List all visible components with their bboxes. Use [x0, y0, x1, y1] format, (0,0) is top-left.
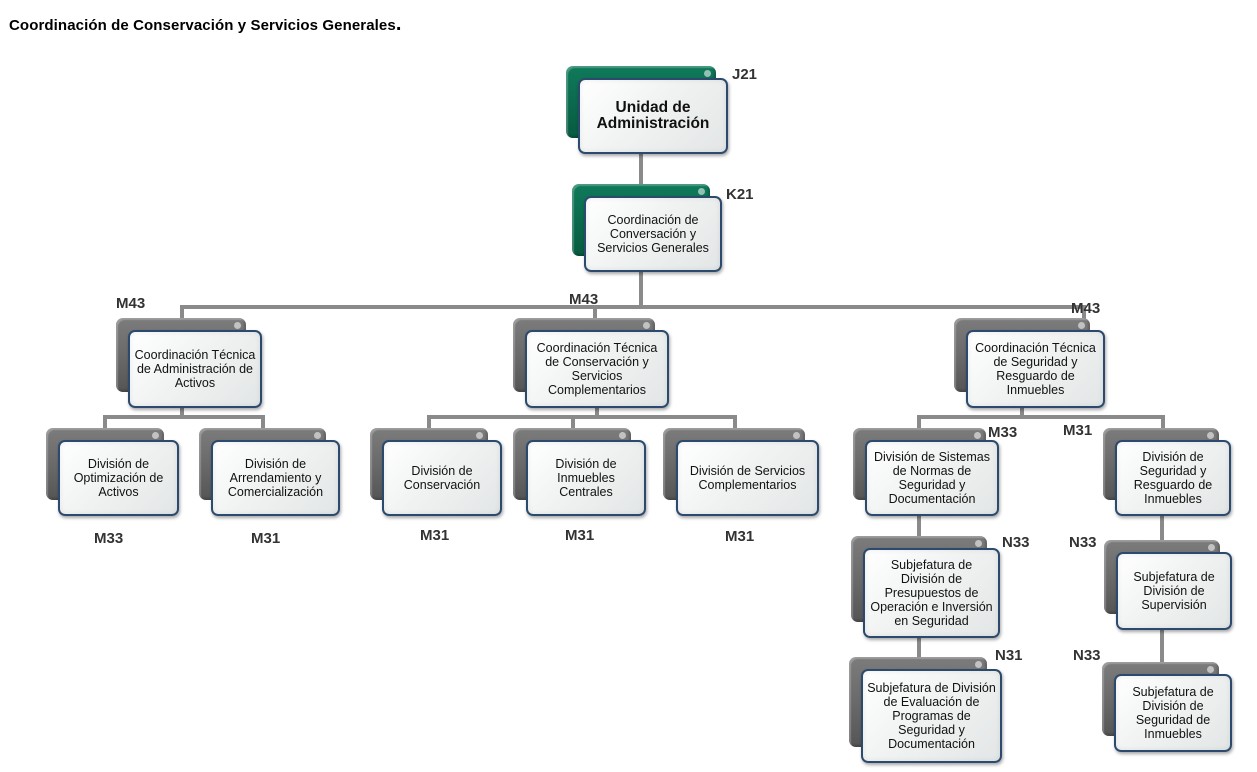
connector-center-branch-horizontal: [427, 415, 737, 419]
code-tech-coord-3: M43: [1071, 300, 1101, 317]
connector-m33-to-n33: [917, 512, 921, 538]
connector-right-branch-drop-2: [1161, 415, 1165, 429]
connector-right-branch-horizontal: [917, 415, 1165, 419]
node-label: División de Arrendamiento y Comercializa…: [227, 457, 324, 499]
code-coordination: K21: [726, 186, 754, 203]
code-division: M33: [94, 530, 124, 547]
node-label: Subjefatura de División de Presupuestos …: [870, 558, 993, 628]
node-box: División de Seguridad y Resguardo de Inm…: [1115, 440, 1231, 516]
connector-right-branch-drop-1: [917, 415, 921, 429]
node-box: Subjefatura de División de Evaluación de…: [861, 669, 1002, 763]
org-node-tech-coord-3[interactable]: Coordinación Técnica de Seguridad y Resg…: [954, 318, 1105, 408]
connector-center-branch-stem: [595, 405, 599, 417]
org-node-division[interactable]: División de Seguridad y Resguardo de Inm…: [1103, 428, 1231, 516]
org-node-tech-coord-1[interactable]: Coordinación Técnica de Administración d…: [116, 318, 262, 408]
org-node-division[interactable]: División de Servicios Complementarios: [663, 428, 819, 516]
node-box: Coordinación Técnica de Administración d…: [128, 330, 262, 408]
connector-center-branch-drop-1: [427, 415, 431, 429]
code-subunit: N31: [995, 647, 1023, 664]
node-box: Unidad de Administración: [578, 78, 728, 154]
connector-m43-horizontal: [180, 305, 1085, 309]
node-box: Coordinación Técnica de Conservación y S…: [525, 330, 669, 408]
page-title-suffix: .: [395, 13, 402, 35]
node-label: División de Inmuebles Centrales: [555, 457, 617, 499]
node-label: Coordinación Técnica de Conservación y S…: [536, 341, 658, 397]
node-label: Coordinación de Conversación y Servicios…: [597, 213, 709, 255]
org-node-division[interactable]: División de Optimización de Activos: [46, 428, 179, 516]
org-node-division[interactable]: División de Conservación: [370, 428, 502, 516]
node-box: División de Arrendamiento y Comercializa…: [211, 440, 340, 516]
org-node-subunit[interactable]: Subjefatura de División de Evaluación de…: [849, 657, 1002, 763]
connector-m43-left-drop: [180, 305, 184, 321]
connector-root-to-k21: [639, 150, 643, 186]
org-node-subunit[interactable]: Subjefatura de División de Supervisión: [1104, 540, 1232, 630]
node-box: Subjefatura de División de Supervisión: [1116, 552, 1232, 630]
connector-center-branch-drop-3: [733, 415, 737, 429]
connector-center-branch-drop-2: [571, 415, 575, 429]
node-box: Coordinación Técnica de Seguridad y Resg…: [966, 330, 1105, 408]
code-tech-coord-2: M43: [569, 291, 599, 308]
node-box: Subjefatura de División de Presupuestos …: [863, 548, 1000, 638]
code-division: M31: [420, 527, 450, 544]
node-label: División de Seguridad y Resguardo de Inm…: [1133, 450, 1213, 506]
connector-k21-down: [639, 270, 643, 307]
node-label: División de Sistemas de Normas de Seguri…: [873, 450, 990, 506]
code-tech-coord-1: M43: [116, 295, 146, 312]
org-node-division[interactable]: División de Inmuebles Centrales: [513, 428, 646, 516]
page-title: Coordinación de Conservación y Servicios…: [9, 14, 401, 34]
code-division: M31: [725, 528, 755, 545]
node-box: División de Inmuebles Centrales: [526, 440, 646, 516]
node-box: División de Sistemas de Normas de Seguri…: [865, 440, 999, 516]
connector-left-branch-drop-1: [103, 415, 107, 429]
node-box: Coordinación de Conversación y Servicios…: [584, 196, 722, 272]
org-node-tech-coord-2[interactable]: Coordinación Técnica de Conservación y S…: [513, 318, 669, 408]
org-node-division[interactable]: División de Arrendamiento y Comercializa…: [199, 428, 340, 516]
node-label: División de Conservación: [403, 464, 481, 492]
page-title-text: Coordinación de Conservación y Servicios…: [9, 17, 396, 34]
connector-n33-to-n31: [917, 635, 921, 661]
connector-m43-right-drop: [1082, 305, 1086, 321]
code-subunit: N33: [1073, 647, 1101, 664]
org-node-coordination[interactable]: Coordinación de Conversación y Servicios…: [572, 184, 722, 272]
connector-m43-center-drop: [593, 305, 597, 321]
connector-right-branch-stem: [1020, 405, 1024, 417]
code-division: M31: [565, 527, 595, 544]
code-subunit: N33: [1002, 534, 1030, 551]
node-label: Subjefatura de División de Seguridad de …: [1132, 685, 1214, 741]
node-label: Subjefatura de División de Evaluación de…: [867, 681, 996, 751]
node-label: Subjefatura de División de Supervisión: [1133, 570, 1215, 612]
code-division: M33: [988, 424, 1018, 441]
code-root: J21: [732, 66, 758, 83]
node-box: División de Conservación: [382, 440, 502, 516]
node-box: División de Servicios Complementarios: [676, 440, 819, 516]
node-label: Coordinación Técnica de Administración d…: [134, 348, 256, 390]
connector-left-branch-horizontal: [103, 415, 265, 419]
connector-left-branch-stem: [180, 405, 184, 417]
node-label: Unidad de Administración: [596, 99, 710, 132]
org-node-subunit[interactable]: Subjefatura de División de Seguridad de …: [1102, 662, 1232, 752]
code-division: M31: [251, 530, 281, 547]
connector-left-branch-drop-2: [261, 415, 265, 429]
code-subunit: N33: [1069, 534, 1097, 551]
node-box: Subjefatura de División de Seguridad de …: [1114, 674, 1232, 752]
code-division: M31: [1063, 422, 1093, 439]
connector-m31-to-n33: [1160, 512, 1164, 542]
node-box: División de Optimización de Activos: [58, 440, 179, 516]
org-node-subunit[interactable]: Subjefatura de División de Presupuestos …: [851, 536, 1000, 638]
org-node-root[interactable]: Unidad de Administración: [566, 66, 730, 154]
connector-n33-to-n33: [1160, 626, 1164, 664]
org-node-division[interactable]: División de Sistemas de Normas de Seguri…: [853, 428, 999, 516]
node-label: División de Optimización de Activos: [73, 457, 164, 499]
node-label: División de Servicios Complementarios: [689, 464, 806, 492]
node-label: Coordinación Técnica de Seguridad y Resg…: [975, 341, 1096, 397]
